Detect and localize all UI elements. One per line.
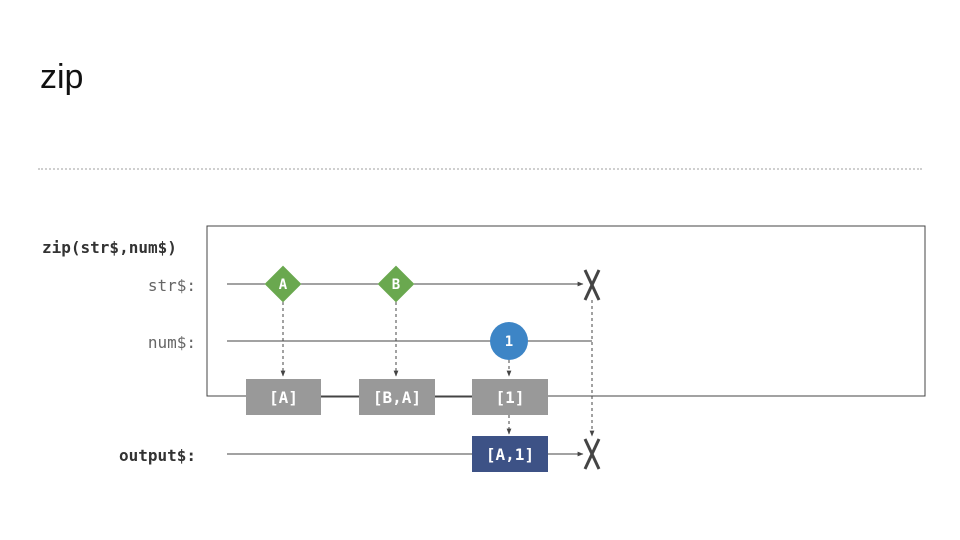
str-marble-b-label: B — [392, 277, 400, 293]
str-completion-mark — [583, 269, 601, 301]
num-marble-1-label: 1 — [505, 334, 513, 350]
operator-box — [206, 225, 926, 397]
buffer-box-a-label: [A] — [269, 388, 298, 407]
str-marble-a-label: A — [279, 277, 288, 293]
title-divider — [38, 168, 922, 170]
slide-title: zip — [40, 58, 84, 96]
buffer-box-a: [A] — [246, 379, 321, 415]
buffer-box-ba: [B,A] — [359, 379, 435, 415]
output-completion-mark — [583, 438, 601, 470]
output-stream-label: output$: — [119, 446, 196, 465]
num-marble-1: 1 — [490, 322, 528, 360]
str-marble-b: B — [377, 265, 415, 303]
buffer-box-1: [1] — [472, 379, 548, 415]
buffer-box-ba-label: [B,A] — [373, 388, 421, 407]
operator-label: zip(str$,num$) — [42, 238, 177, 257]
buffer-box-1-label: [1] — [496, 388, 525, 407]
num-stream-label: num$: — [148, 333, 196, 352]
output-box-a1-label: [A,1] — [486, 445, 534, 464]
str-marble-a: A — [264, 265, 302, 303]
str-stream-label: str$: — [148, 276, 196, 295]
output-box-a1: [A,1] — [472, 436, 548, 472]
